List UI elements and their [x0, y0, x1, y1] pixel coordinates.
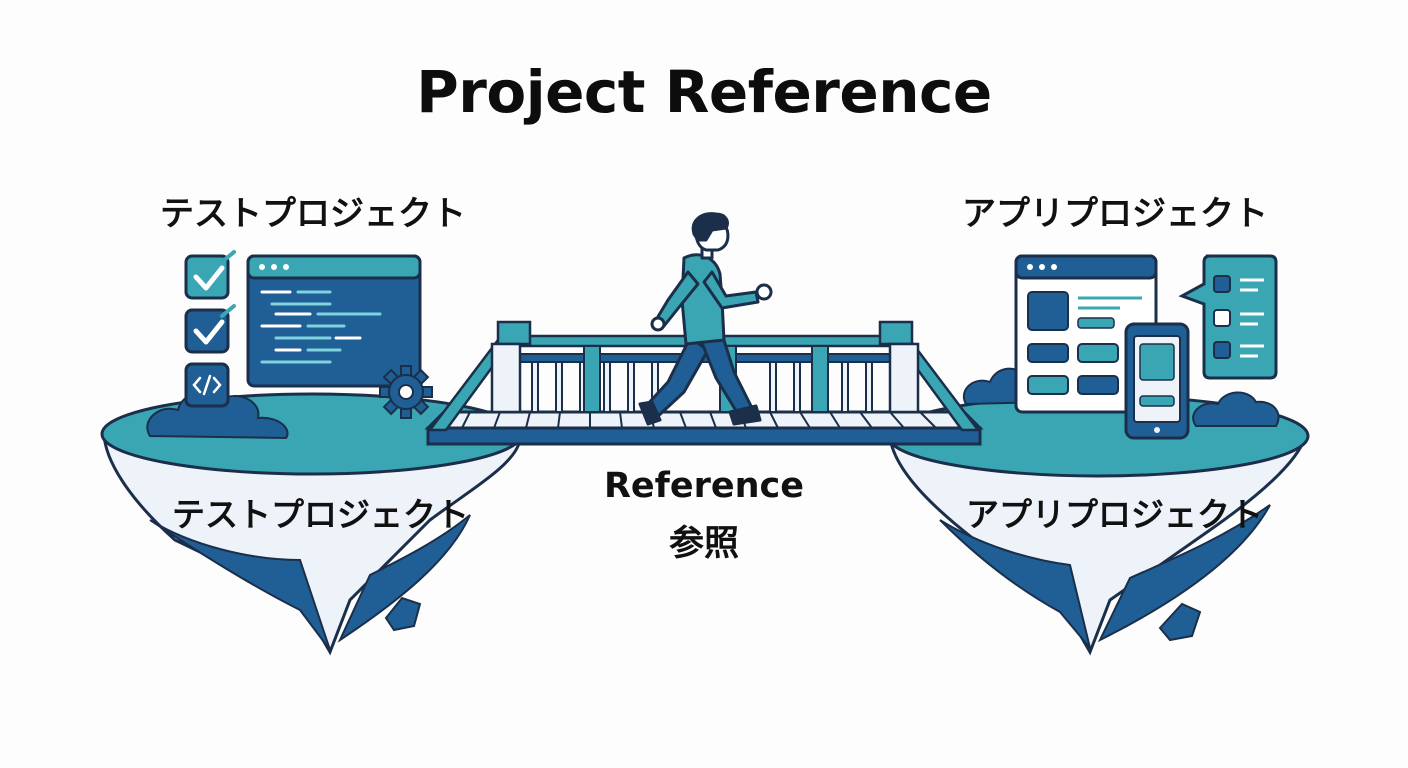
app-project-island-label: アプリプロジェクト	[966, 495, 1263, 534]
app-project-header-label: アプリプロジェクト	[962, 194, 1268, 234]
cloud-icon	[1192, 391, 1280, 427]
checkbox-checked-icon	[184, 250, 236, 300]
test-project-island-label: テストプロジェクト	[172, 495, 469, 534]
checkbox-checked-icon	[184, 304, 236, 354]
page-title: Project Reference	[416, 58, 992, 126]
falling-rock-icon	[384, 596, 422, 632]
code-tag-icon	[184, 362, 230, 408]
walking-person-icon	[638, 212, 773, 426]
smartphone-icon	[1124, 322, 1190, 440]
test-project-header-label: テストプロジェクト	[160, 194, 466, 234]
reference-caption-japanese: 参照	[668, 524, 739, 564]
falling-rock-icon	[1158, 602, 1202, 642]
code-editor-window-icon	[246, 254, 422, 388]
reference-caption: Reference	[603, 466, 805, 506]
gear-icon	[379, 365, 433, 419]
chat-list-bubble-icon	[1178, 254, 1278, 380]
